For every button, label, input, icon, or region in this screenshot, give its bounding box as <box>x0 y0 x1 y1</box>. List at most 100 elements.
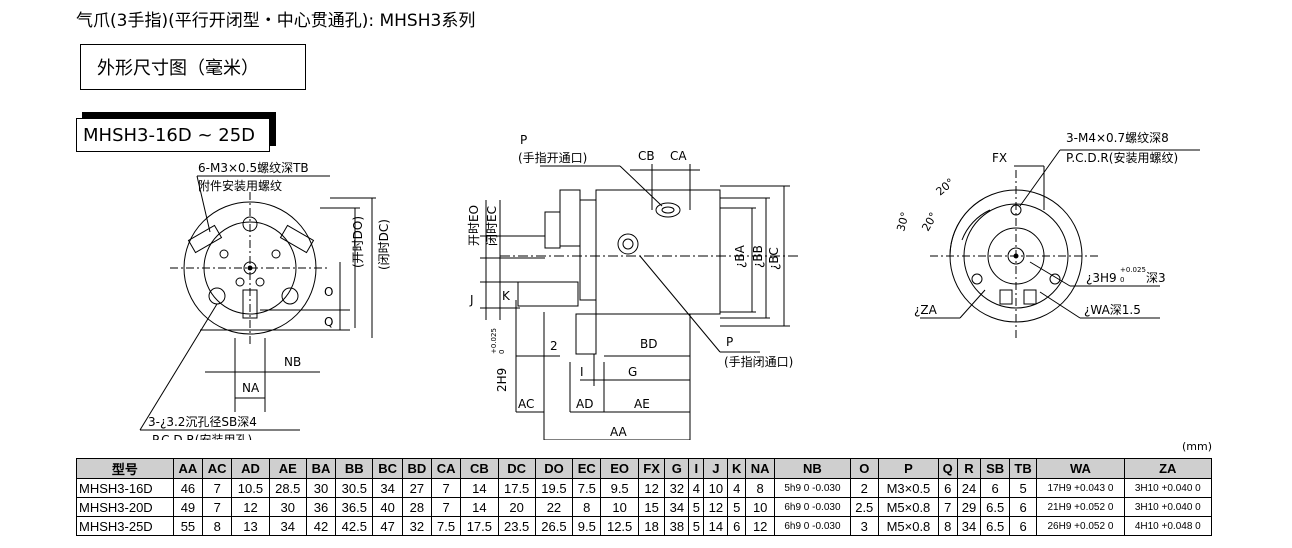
table-cell: 8 <box>202 516 233 536</box>
table-cell: 20 <box>497 497 536 517</box>
side-ae: AE <box>634 397 650 411</box>
column-header: CB <box>460 458 499 479</box>
table-cell: 2 <box>849 478 879 498</box>
table-cell: 19.5 <box>534 478 574 498</box>
table-cell: 40 <box>372 497 403 517</box>
table-cell: 12.5 <box>600 516 639 536</box>
rear-h9-depth: 深3 <box>1146 271 1166 285</box>
rear-view <box>920 149 1200 340</box>
rear-angle-20a: 20° <box>934 176 957 198</box>
table-cell: 17.5 <box>497 478 536 498</box>
table-cell: 4 <box>688 478 705 498</box>
column-header: AE <box>268 458 307 479</box>
column-header: I <box>688 458 705 479</box>
side-ad: AD <box>576 397 593 411</box>
table-cell: 49 <box>172 497 204 517</box>
table-cell: 12 <box>231 497 270 517</box>
table-cell: 32 <box>401 516 432 536</box>
side-bc: ¿BC <box>767 247 781 270</box>
table-cell: 22 <box>534 497 574 517</box>
table-cell: 3H10 +0.040 0 <box>1123 478 1213 498</box>
column-header: DO <box>534 458 574 479</box>
table-cell: 29 <box>956 497 982 517</box>
side-p-top-note: (手指开通口) <box>518 150 587 165</box>
table-cell: 42 <box>305 516 337 536</box>
table-cell: 3H10 +0.040 0 <box>1123 497 1213 517</box>
table-cell: 2.5 <box>849 497 879 517</box>
table-cell: 9.5 <box>572 516 602 536</box>
column-header: TB <box>1008 458 1038 479</box>
column-header: Q <box>937 458 958 479</box>
column-header: ZA <box>1123 458 1213 479</box>
side-p-bottom: P <box>726 335 733 349</box>
side-ec: 闭时EC <box>485 206 499 246</box>
side-h9: 2H9 <box>495 368 509 392</box>
table-cell: 38 <box>664 516 690 536</box>
table-cell: 3 <box>849 516 879 536</box>
column-header: AA <box>172 458 204 479</box>
column-header: FX <box>637 458 666 479</box>
column-header: BC <box>372 458 403 479</box>
table-cell: 28 <box>401 497 432 517</box>
table-cell: 12 <box>637 478 666 498</box>
table-cell: 42.5 <box>335 516 374 536</box>
side-aa: AA <box>610 425 628 439</box>
column-header: J <box>703 458 729 479</box>
section-title-text: 外形尺寸图（毫米） <box>97 58 259 79</box>
table-cell: 6 <box>1008 516 1038 536</box>
side-cb: CB <box>638 149 655 163</box>
side-i: I <box>580 365 584 379</box>
table-cell: 8 <box>937 516 958 536</box>
column-header: BA <box>305 458 337 479</box>
front-screw-note-2: 附件安装用螺纹 <box>198 178 282 193</box>
front-hole-note-1: 3-¿3.2沉孔径SB深4 <box>148 415 257 429</box>
table-cell: 23.5 <box>497 516 536 536</box>
table-cell: 6 <box>1008 497 1038 517</box>
table-cell: 6h9 0 -0.030 <box>774 497 851 517</box>
side-h9-tol0: 0 <box>498 350 506 354</box>
table-cell: 24 <box>956 478 982 498</box>
table-cell: MHSH3-25D <box>76 516 174 536</box>
rear-angle-30: 30° <box>894 211 912 233</box>
table-cell: 5 <box>727 497 747 517</box>
front-do-label: (开时DO) <box>351 216 365 268</box>
rear-note-2: P.C.D.R(安装用螺纹) <box>1066 150 1178 165</box>
table-cell: 4 <box>727 478 747 498</box>
model-range-label: MHSH3-16D ~ 25D <box>76 118 270 152</box>
table-cell: 6 <box>727 516 747 536</box>
table-cell: MHSH3-20D <box>76 497 174 517</box>
column-header: G <box>664 458 690 479</box>
table-cell: 12 <box>703 497 729 517</box>
side-k: K <box>502 289 511 303</box>
column-header: K <box>727 458 747 479</box>
column-header: AC <box>202 458 233 479</box>
unit-label: (mm) <box>1182 440 1213 453</box>
model-range-text: MHSH3-16D ~ 25D <box>83 124 256 146</box>
table-cell: 6 <box>980 478 1010 498</box>
table-cell: 8 <box>572 497 602 517</box>
table-cell: M3×0.5 <box>877 478 939 498</box>
rear-h9-tol: +0.025 <box>1120 266 1146 274</box>
table-cell: 34 <box>664 497 690 517</box>
rear-fx: FX <box>992 151 1007 165</box>
table-cell: 6.5 <box>980 497 1010 517</box>
table-cell: 7 <box>937 497 958 517</box>
table-cell: 36.5 <box>335 497 374 517</box>
table-cell: 14 <box>703 516 729 536</box>
table-cell: 5 <box>688 516 705 536</box>
table-cell: 47 <box>372 516 403 536</box>
table-cell: 7 <box>202 478 233 498</box>
table-cell: 14 <box>460 497 499 517</box>
table-cell: 6 <box>937 478 958 498</box>
column-header: R <box>956 458 982 479</box>
column-header: EC <box>572 458 602 479</box>
table-cell: 30 <box>268 497 307 517</box>
table-cell: 34 <box>956 516 982 536</box>
table-cell: 5 <box>1008 478 1038 498</box>
table-cell: 5h9 0 -0.030 <box>774 478 851 498</box>
column-header: NA <box>745 458 776 479</box>
front-q-label: Q <box>324 315 333 329</box>
